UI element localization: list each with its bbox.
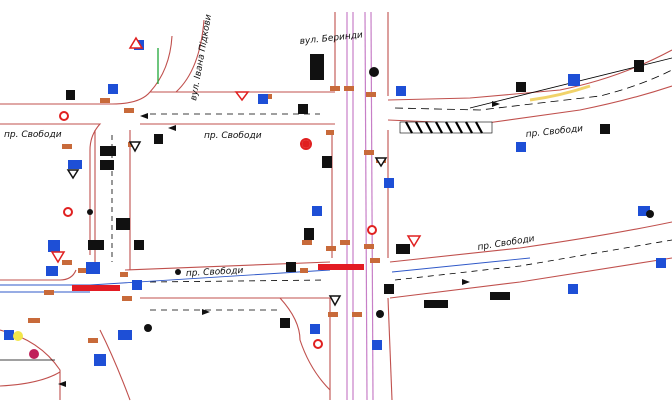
street-label-svobody-south: пр. Свободи: [186, 266, 244, 279]
street-label-svobody-east: пр. Свободи: [477, 234, 536, 253]
street-label-berindy: вул. Беринди: [299, 30, 363, 47]
crosswalk-red-west: [72, 285, 120, 291]
street-label-svobody-northeast: пр. Свободи: [525, 124, 583, 140]
yellow-marking: [529, 84, 591, 102]
direction-arrows: [58, 101, 500, 387]
road-sign-icon: [4, 36, 666, 366]
street-label-svobody-north-middle: пр. Свободи: [204, 131, 262, 141]
street-label-ivana-pidkovy: вул. Івана Підкови: [189, 14, 214, 102]
road-edges: [0, 12, 672, 401]
crosswalk-red-center: [318, 264, 364, 270]
traffic-equipment: [28, 86, 386, 343]
pedestrian-crossing-icon: [399, 121, 493, 134]
tram-tracks: [346, 11, 374, 401]
street-label-svobody-west: пр. Свободи: [4, 130, 62, 140]
